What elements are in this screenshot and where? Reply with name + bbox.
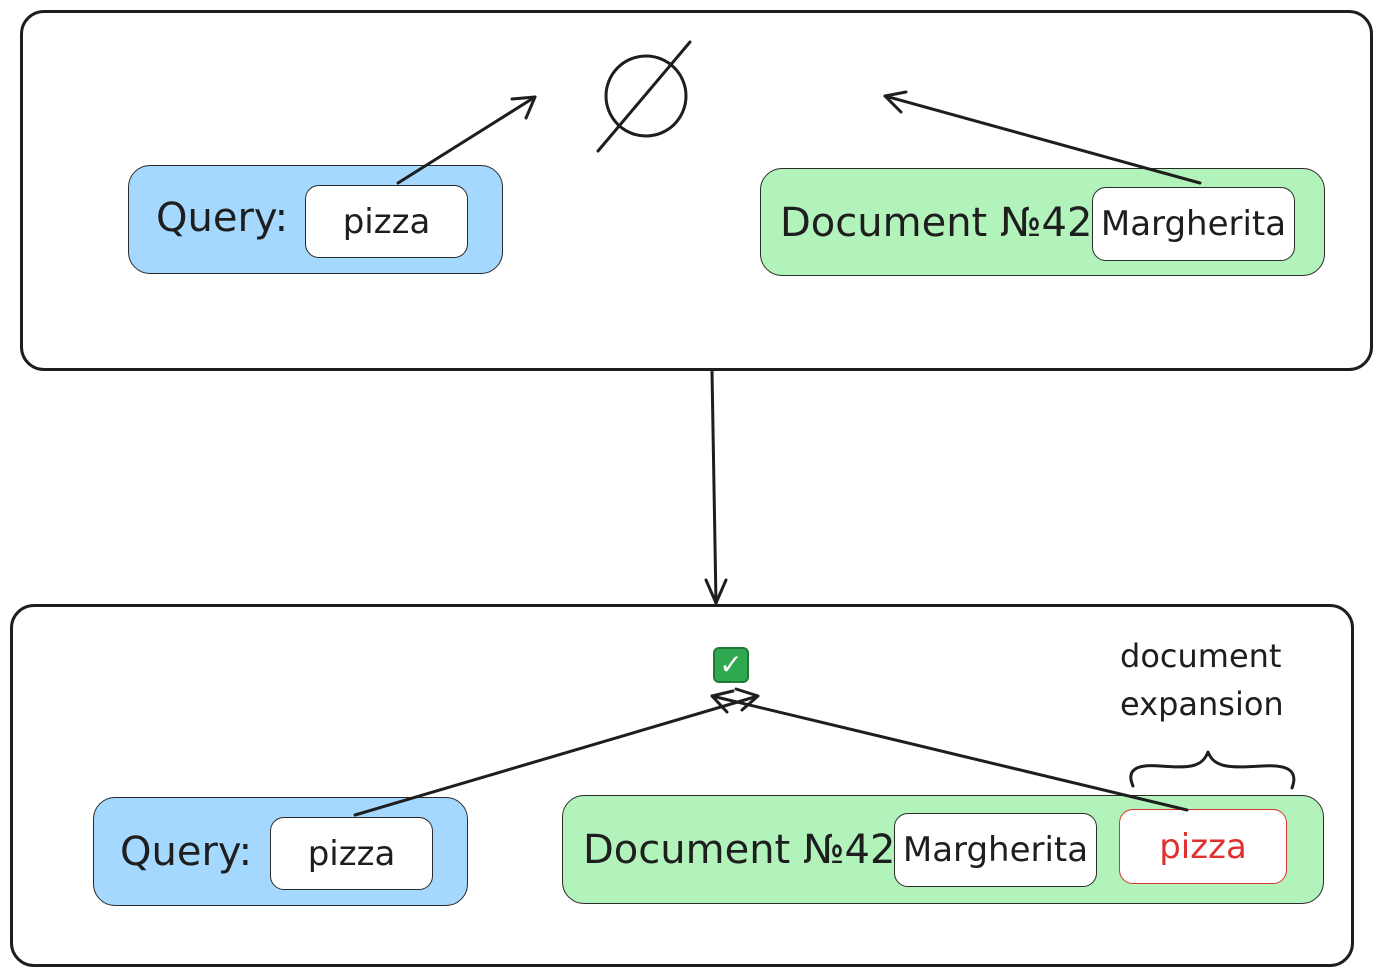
bottom-query-label: Query:: [120, 829, 253, 875]
expansion-note-line1: document: [1120, 637, 1282, 675]
top-document-term: Margherita: [1092, 187, 1295, 261]
transition-arrow: [704, 369, 728, 605]
bottom-query-term: pizza: [270, 817, 433, 890]
bottom-expansion-term: pizza: [1119, 809, 1287, 884]
empty-set-icon: [596, 40, 692, 153]
top-query-arrow: [396, 95, 537, 185]
top-query-term: pizza: [305, 185, 468, 258]
check-mark-glyph: ✓: [719, 648, 743, 681]
bottom-panel: [10, 604, 1354, 967]
expansion-note-line2: expansion: [1120, 685, 1284, 723]
bottom-expansion-arrow: [710, 689, 1189, 812]
check-mark-icon: ✓: [713, 647, 749, 683]
expansion-note: document expansion: [1120, 632, 1284, 728]
bottom-document-term: Margherita: [894, 813, 1097, 887]
top-query-label: Query:: [156, 195, 289, 241]
bottom-query-arrow: [353, 687, 760, 817]
top-document-arrow: [883, 90, 1202, 185]
top-document-label: Document №42:: [780, 200, 1106, 246]
bottom-document-label: Document №42:: [583, 827, 909, 873]
expansion-brace: [1129, 750, 1296, 790]
